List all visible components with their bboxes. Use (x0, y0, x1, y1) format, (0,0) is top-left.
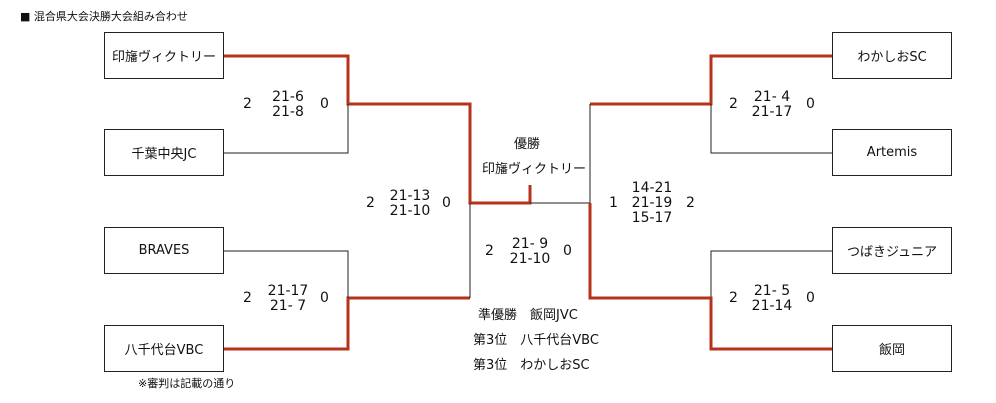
match1-left-games: 2 (243, 96, 252, 112)
winner-line (588, 203, 832, 351)
referee-note: ※審判は記載の通り (138, 377, 236, 390)
match4-left-games: 2 (729, 290, 738, 306)
match4-right-games: 0 (806, 290, 815, 306)
bracket-line (530, 104, 591, 204)
bracket-line (224, 250, 349, 298)
match2-right-games: 0 (320, 290, 329, 306)
team-box-r2: Artemis (832, 129, 952, 176)
semifinal1-right-games: 0 (442, 195, 451, 211)
match1-sets: 21-6 21-8 (272, 89, 304, 120)
team-box-r1: わかしおSC (832, 32, 952, 79)
semifinal2-left-games: 1 (609, 195, 618, 211)
team-box-l2: 千葉中央JC (104, 129, 224, 176)
match2-sets: 21-17 21- 7 (267, 283, 309, 314)
page-title: ■ 混合県大会決勝大会組み合わせ (20, 10, 188, 23)
winner-line (590, 54, 832, 106)
semifinal1-left-games: 2 (366, 195, 375, 211)
runner-up: 準優勝 飯岡JVC (478, 308, 578, 323)
team-box-r4: 飯岡 (832, 325, 952, 372)
match3-left-games: 2 (729, 96, 738, 112)
semifinal2-right-games: 2 (686, 195, 695, 211)
third-place-1: 第3位 八千代台VBC (473, 333, 599, 348)
team-box-l4: 八千代台VBC (104, 325, 224, 372)
match1-right-games: 0 (320, 96, 329, 112)
match3-sets: 21- 4 21-17 (751, 89, 793, 120)
bracket-line (710, 250, 832, 298)
team-box-r3: つばきジュニア (832, 227, 952, 274)
bracket-line (710, 104, 832, 154)
match4-sets: 21- 5 21-14 (751, 283, 793, 314)
bracket-line (224, 104, 349, 154)
winner-line (224, 54, 532, 205)
final-right-games: 0 (563, 243, 572, 259)
match2-left-games: 2 (243, 290, 252, 306)
final-left-games: 2 (485, 243, 494, 259)
semifinal1-sets: 21-13 21-10 (389, 188, 431, 219)
semifinal2-sets: 14-21 21-19 15-17 (631, 180, 673, 226)
champion-name: 印旛ヴィクトリー (482, 162, 587, 177)
third-place-2: 第3位 わかしおSC (473, 358, 590, 373)
team-box-l1: 印旛ヴィクトリー (104, 32, 224, 79)
match3-right-games: 0 (806, 96, 815, 112)
final-sets: 21- 9 21-10 (509, 236, 551, 267)
champion-label: 優勝 (514, 137, 541, 152)
team-box-l3: BRAVES (104, 227, 224, 274)
winner-line (224, 296, 470, 351)
